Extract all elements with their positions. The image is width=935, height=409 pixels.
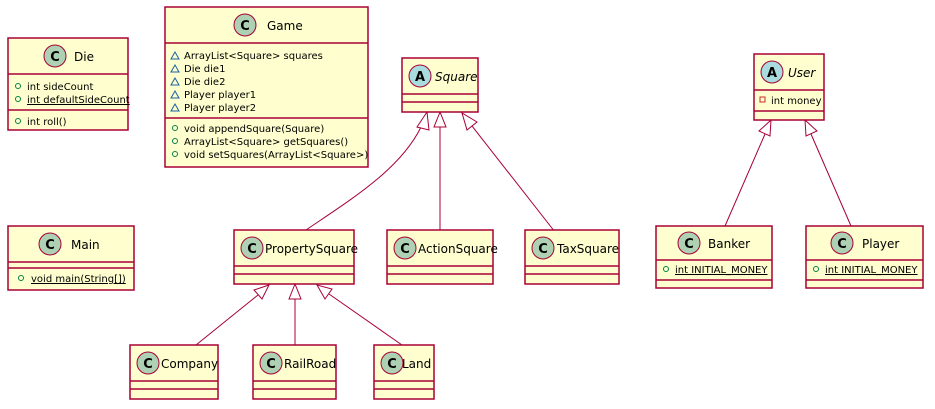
- class-player[interactable]: C Player int INITIAL_MONEY: [805, 225, 924, 289]
- arrowhead-icon: [461, 111, 478, 131]
- class-kind-letter: C: [837, 237, 847, 252]
- arrowhead-icon: [758, 118, 772, 137]
- edge-player-user: [804, 118, 852, 227]
- package-visibility-icon: [170, 102, 180, 112]
- class-name: Player: [862, 237, 899, 251]
- abstract-class-icon: [408, 64, 432, 88]
- class-name: ActionSquare: [418, 242, 498, 256]
- class-company[interactable]: C Company: [129, 344, 219, 400]
- package-visibility-icon: [170, 76, 180, 86]
- public-visibility-icon: [172, 151, 178, 157]
- class-icon: [240, 236, 264, 260]
- public-visibility-icon: [18, 275, 24, 281]
- arrowhead-icon: [804, 118, 818, 137]
- edge-propertysquare-square: [302, 110, 430, 233]
- class-icon: [830, 231, 854, 255]
- public-visibility-icon: [663, 266, 669, 272]
- arrowhead-icon: [416, 110, 430, 131]
- field-static: int INITIAL_MONEY: [675, 265, 768, 276]
- method: int roll(): [27, 117, 67, 128]
- class-icon: [136, 351, 160, 375]
- class-kind-letter: C: [266, 357, 276, 372]
- class-kind-letter: C: [684, 237, 694, 252]
- class-name: User: [788, 66, 816, 80]
- class-taxsquare[interactable]: C TaxSquare: [524, 229, 620, 285]
- field: int money: [771, 96, 822, 107]
- class-die[interactable]: C Die int sideCount int defaultSideCount…: [7, 37, 130, 131]
- class-land[interactable]: C Land: [373, 344, 435, 400]
- public-visibility-icon: [172, 125, 178, 131]
- class-name: TaxSquare: [556, 242, 619, 256]
- class-kind-letter: A: [415, 70, 425, 85]
- arrowhead-icon: [315, 284, 333, 300]
- class-kind-letter: C: [387, 357, 397, 372]
- public-visibility-icon: [813, 266, 819, 272]
- class-name: Game: [267, 19, 303, 33]
- edge-railroad-propertysquare: [288, 282, 302, 345]
- field: ArrayList<Square> squares: [184, 51, 323, 62]
- class-game[interactable]: C Game ArrayList<Square> squares Die die…: [164, 6, 369, 168]
- public-visibility-icon: [15, 118, 21, 124]
- class-kind-letter: C: [247, 242, 257, 257]
- class-icon: [38, 232, 62, 256]
- class-icon: [531, 236, 555, 260]
- public-visibility-icon: [172, 138, 178, 144]
- arrowhead-icon: [288, 282, 302, 300]
- class-name: Company: [161, 357, 218, 371]
- field: Die die1: [184, 64, 225, 75]
- class-icon: [677, 231, 701, 255]
- private-visibility-icon: [759, 96, 766, 103]
- edge-land-propertysquare: [315, 284, 403, 346]
- class-kind-letter: C: [240, 19, 250, 34]
- class-square[interactable]: A Square: [401, 57, 479, 113]
- arrowhead-icon: [433, 110, 447, 128]
- package-visibility-icon: [170, 50, 180, 60]
- class-icon: [393, 236, 417, 260]
- field-static: int defaultSideCount: [27, 95, 130, 106]
- public-visibility-icon: [15, 96, 21, 102]
- class-name: Die: [74, 50, 94, 64]
- field-static: int INITIAL_MONEY: [825, 265, 918, 276]
- field: Player player1: [184, 90, 256, 101]
- field: Die die2: [184, 77, 225, 88]
- arrowhead-icon: [253, 284, 270, 300]
- class-name: Banker: [708, 237, 750, 251]
- class-railroad[interactable]: C RailRoad: [252, 344, 337, 400]
- class-name: RailRoad: [284, 357, 336, 371]
- method: void appendSquare(Square): [184, 124, 324, 135]
- class-kind-letter: C: [538, 242, 548, 257]
- class-kind-letter: A: [767, 66, 777, 81]
- class-kind-letter: C: [143, 357, 153, 372]
- abstract-class-icon: [760, 60, 784, 84]
- class-kind-letter: C: [400, 242, 410, 257]
- method: ArrayList<Square> getSquares(): [184, 137, 348, 148]
- class-propertysquare[interactable]: C PropertySquare: [233, 229, 358, 285]
- class-kind-letter: C: [50, 50, 60, 65]
- edge-actionsquare-square: [433, 110, 447, 232]
- class-kind-letter: C: [45, 238, 55, 253]
- class-banker[interactable]: C Banker int INITIAL_MONEY: [655, 225, 773, 289]
- public-visibility-icon: [15, 83, 21, 89]
- class-icon: [43, 44, 67, 68]
- package-visibility-icon: [170, 63, 180, 73]
- class-name: Square: [435, 70, 478, 84]
- class-name: Main: [71, 238, 100, 252]
- class-icon: [259, 351, 283, 375]
- field: int sideCount: [27, 82, 93, 93]
- method-static: void main(String[]): [31, 274, 126, 285]
- edge-banker-user: [724, 118, 772, 227]
- class-icon: [233, 13, 257, 37]
- package-visibility-icon: [170, 89, 180, 99]
- class-user[interactable]: A User int money: [753, 53, 825, 121]
- class-icon: [380, 351, 404, 375]
- field: Player player2: [184, 103, 256, 114]
- class-main[interactable]: C Main void main(String[]): [7, 225, 135, 291]
- edge-taxsquare-square: [461, 111, 556, 233]
- class-name: Land: [402, 357, 431, 371]
- method: void setSquares(ArrayList<Square>): [184, 150, 368, 161]
- edge-company-propertysquare: [195, 284, 270, 346]
- class-actionsquare[interactable]: C ActionSquare: [386, 229, 498, 285]
- class-name: PropertySquare: [265, 242, 358, 256]
